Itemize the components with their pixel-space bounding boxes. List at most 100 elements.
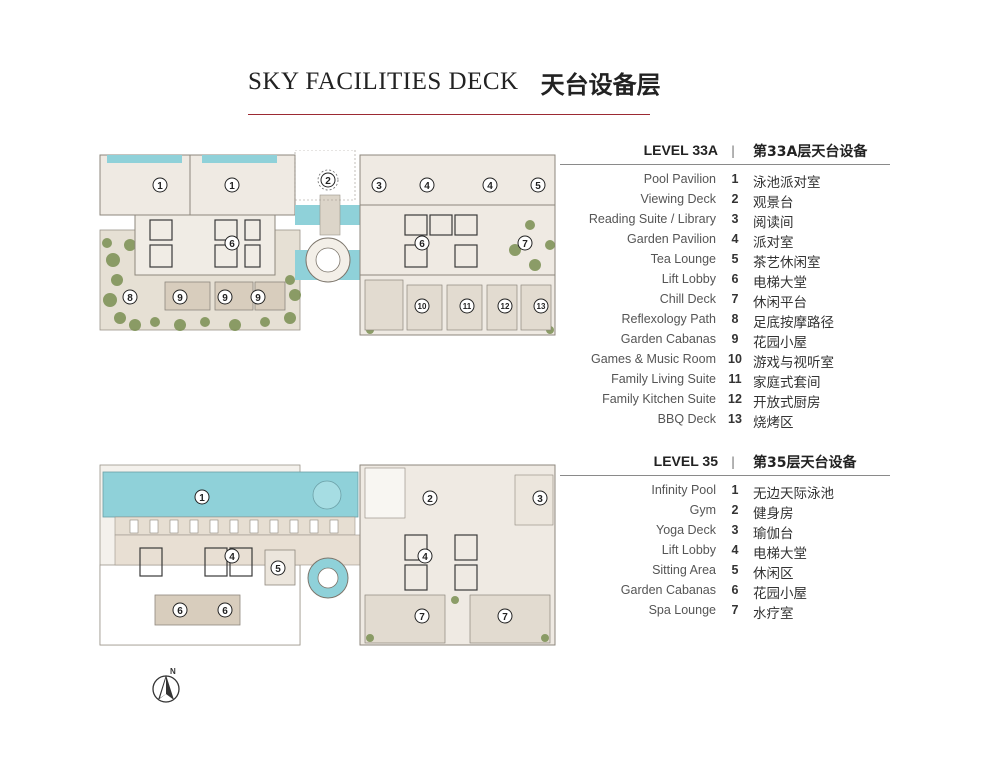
svg-text:5: 5 xyxy=(275,564,281,575)
legend-item-chinese: 阅读间 xyxy=(753,215,794,231)
legend-item-english: Garden Cabanas xyxy=(620,583,716,597)
legend-item-chinese: 派对室 xyxy=(753,235,794,251)
marker-9b: 9 xyxy=(217,289,233,305)
legend-item-chinese: 电梯大堂 xyxy=(753,546,807,562)
marker-2: 2 xyxy=(320,172,336,188)
title-english: SKY FACILITIES DECK xyxy=(248,68,519,95)
legend-item-number: 1 xyxy=(731,483,739,497)
marker-4a: 4 xyxy=(419,177,435,193)
marker-6b: 6 xyxy=(414,235,430,251)
legend-item-english: Viewing Deck xyxy=(640,192,716,206)
legend-item-chinese: 泳池派对室 xyxy=(753,175,821,191)
legend-item-english: Garden Pavilion xyxy=(627,232,716,246)
svg-text:7: 7 xyxy=(419,612,425,623)
legend-item: Reflexology Path 8 足底按摩路径 xyxy=(560,310,890,331)
svg-text:8: 8 xyxy=(127,293,133,304)
svg-text:1: 1 xyxy=(229,181,235,192)
legend-item-chinese: 烧烤区 xyxy=(753,415,794,431)
level-separator: | xyxy=(731,144,736,158)
legend-item-english: Lift Lobby xyxy=(661,543,716,557)
legend-item-chinese: 足底按摩路径 xyxy=(753,315,834,331)
svg-text:7: 7 xyxy=(502,612,508,623)
legend-item-english: Lift Lobby xyxy=(661,272,716,286)
legend-item-number: 10 xyxy=(728,352,742,366)
legend-item-number: 12 xyxy=(728,392,742,406)
marker-l35-2: 2 xyxy=(422,490,438,506)
legend-item-english: Family Kitchen Suite xyxy=(602,392,716,406)
legend-item-chinese: 观景台 xyxy=(753,195,794,211)
legend-header-35: LEVEL 35 | 第35层天台设备 xyxy=(560,451,890,476)
marker-4b: 4 xyxy=(482,177,498,193)
legend-item-number: 4 xyxy=(731,232,739,246)
legend-item-english: Sitting Area xyxy=(652,563,716,577)
legend-item-chinese: 水疗室 xyxy=(753,606,794,622)
legend-item-number: 5 xyxy=(731,252,739,266)
svg-text:3: 3 xyxy=(376,181,382,192)
svg-text:9: 9 xyxy=(177,293,183,304)
marker-6a: 6 xyxy=(224,235,240,251)
legend-item-number: 7 xyxy=(731,292,739,306)
legend-item-chinese: 花园小屋 xyxy=(753,586,807,602)
legend-item-chinese: 无边天际泳池 xyxy=(753,486,834,502)
legend-item: Spa Lounge 7 水疗室 xyxy=(560,601,890,622)
legend-item-english: Infinity Pool xyxy=(651,483,716,497)
legend-item-chinese: 游戏与视听室 xyxy=(753,355,834,371)
svg-text:4: 4 xyxy=(229,552,235,563)
legend-item-chinese: 瑜伽台 xyxy=(753,526,794,542)
svg-text:13: 13 xyxy=(537,302,546,311)
marker-11: 11 xyxy=(459,298,475,314)
legend-item-chinese: 花园小屋 xyxy=(753,335,807,351)
legend-item-number: 3 xyxy=(731,523,739,537)
title-chinese: 天台设备层 xyxy=(540,70,661,99)
legend-item-english: Pool Pavilion xyxy=(643,172,716,186)
marker-l35-5: 5 xyxy=(270,560,286,576)
legend-item-chinese: 休闲平台 xyxy=(753,295,807,311)
legend-item-english: Reflexology Path xyxy=(621,312,716,326)
legend-item-english: Spa Lounge xyxy=(648,603,716,617)
legend-item-number: 2 xyxy=(731,192,739,206)
legend-item-number: 9 xyxy=(731,332,739,346)
svg-text:6: 6 xyxy=(229,239,235,250)
marker-12: 12 xyxy=(497,298,513,314)
svg-text:3: 3 xyxy=(537,494,543,505)
legend-item-number: 8 xyxy=(731,312,739,326)
level-label-chinese: 第33A层天台设备 xyxy=(753,144,868,160)
legend-item-number: 7 xyxy=(731,603,739,617)
marker-l35-6a: 6 xyxy=(172,602,188,618)
level-label-chinese: 第35层天台设备 xyxy=(753,455,857,471)
svg-text:9: 9 xyxy=(222,293,228,304)
legend-item-number: 4 xyxy=(731,543,739,557)
legend-item: Infinity Pool 1 无边天际泳池 xyxy=(560,481,890,502)
level-label: LEVEL 35 xyxy=(653,453,718,469)
legend-level-35: LEVEL 35 | 第35层天台设备 Infinity Pool 1 无边天际泳池… xyxy=(560,451,890,622)
level-35-floor-plan: 1 2 3 4 4 5 6 6 7 7 xyxy=(99,464,556,646)
left-garden-planting xyxy=(102,238,301,331)
marker-8: 8 xyxy=(122,289,138,305)
title-divider xyxy=(248,114,650,115)
legend-item-number: 6 xyxy=(731,583,739,597)
legend-item-chinese: 开放式厨房 xyxy=(753,395,821,411)
svg-text:1: 1 xyxy=(157,181,163,192)
legend-item-english: Family Living Suite xyxy=(611,372,716,386)
svg-text:4: 4 xyxy=(422,552,428,563)
legend-item-english: Tea Lounge xyxy=(650,252,716,266)
legend-item-chinese: 家庭式套间 xyxy=(753,375,821,391)
legend-item-english: Garden Cabanas xyxy=(620,332,716,346)
legend-item-chinese: 电梯大堂 xyxy=(753,275,807,291)
svg-text:2: 2 xyxy=(427,494,433,505)
page-title: SKY FACILITIES DECK 天台设备层 xyxy=(248,62,748,102)
legend-item-english: Chill Deck xyxy=(659,292,716,306)
svg-text:6: 6 xyxy=(419,239,425,250)
marker-l35-1: 1 xyxy=(194,489,210,505)
marker-l35-7a: 7 xyxy=(414,608,430,624)
